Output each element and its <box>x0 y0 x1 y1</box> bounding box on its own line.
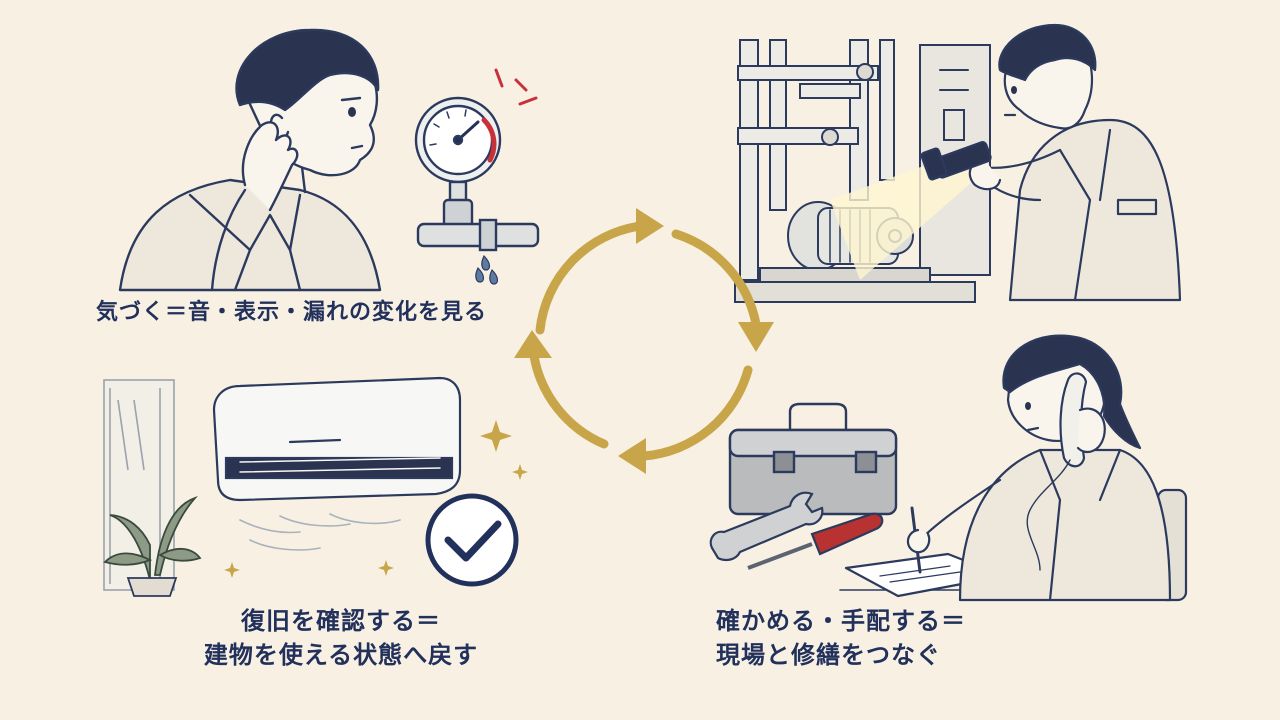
caption-restore-line1: 復旧を確認する＝ <box>241 607 441 635</box>
sparkle-icons <box>224 420 528 578</box>
flashlight-icon <box>920 23 1182 302</box>
caption-arrange-line2: 現場と修繕をつなぐ <box>716 641 941 669</box>
check-circle-icon <box>425 493 519 587</box>
water-drops-icon <box>475 254 499 285</box>
caption-notice: 気づく＝音・表示・漏れの変化を見る <box>96 296 487 330</box>
caption-notice-text: 気づく＝音・表示・漏れの変化を見る <box>96 300 488 325</box>
wrench-icon <box>709 491 824 562</box>
flashlight-beam <box>830 160 980 280</box>
toolbox-icon <box>728 402 898 516</box>
pressure-gauge-icon <box>414 68 540 252</box>
cycle-arrows-icon <box>514 208 774 474</box>
screwdriver-icon <box>747 512 884 570</box>
caption-arrange-line1: 確かめる・手配する＝ <box>716 607 966 635</box>
caption-restore: 復旧を確認する＝ 建物を使える状態へ戻す <box>176 604 506 672</box>
phone-call-person-icon <box>839 334 1188 602</box>
ear-listening-person-icon <box>118 28 382 292</box>
caption-restore-line2: 建物を使える状態へ戻す <box>203 641 479 669</box>
caption-arrange: 確かめる・手配する＝ 現場と修繕をつなぐ <box>716 604 966 672</box>
potted-plant-icon <box>103 496 202 597</box>
air-conditioner-icon <box>212 376 462 551</box>
